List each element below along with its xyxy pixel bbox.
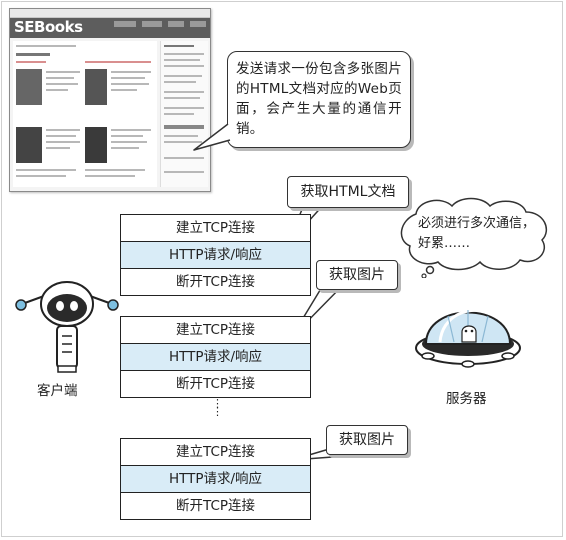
book-cover-image xyxy=(16,69,42,105)
http-request-row: HTTP请求/响应 xyxy=(121,465,310,493)
thumbnail-line xyxy=(164,65,204,67)
thumbnail-line xyxy=(111,77,145,79)
tcp-open-row: 建立TCP连接 xyxy=(175,322,256,338)
explanation-callout: 发送请求一份包含多张图片的HTML文档对应的Web页面，会产生大量的通信开销。 xyxy=(227,51,411,148)
thumbnail-nav-item xyxy=(168,21,184,27)
thumbnail-main xyxy=(13,41,157,187)
thumbnail-line xyxy=(111,141,147,143)
thumbnail-line xyxy=(111,89,137,91)
thumbnail-line xyxy=(46,129,80,131)
thumbnail-line xyxy=(46,147,70,149)
thumbnail-line xyxy=(111,71,151,73)
tcp-close-row: 断开TCP连接 xyxy=(175,498,256,514)
thumbnail-line xyxy=(164,91,204,93)
webpage-thumbnail: SEBooks xyxy=(9,8,211,192)
thumbnail-line xyxy=(111,129,151,131)
balloon-get-html: 获取HTML文档 xyxy=(287,176,409,208)
thumbnail-line xyxy=(46,77,74,79)
thumbnail-sidebar xyxy=(160,41,208,187)
server-icon xyxy=(415,308,521,368)
thumbnail-nav-item xyxy=(142,21,162,27)
callout-pointer xyxy=(193,123,231,151)
thumbnail-line xyxy=(16,45,76,47)
thumbnail-line xyxy=(164,141,202,143)
thumbnail-line xyxy=(85,169,145,171)
tcp-open-row: 建立TCP连接 xyxy=(175,444,256,460)
client-robot-icon xyxy=(15,281,119,373)
book-cover-image xyxy=(16,127,42,163)
thumbnail-nav-item xyxy=(114,21,136,27)
tcp-open-row: 建立TCP连接 xyxy=(175,220,256,236)
thumbnail-line xyxy=(164,81,196,83)
thumbnail-line xyxy=(164,125,204,129)
balloon-get-image-1: 获取图片 xyxy=(316,260,398,290)
thumbnail-line xyxy=(16,61,46,63)
thumbnail-line xyxy=(164,53,204,55)
thumbnail-line xyxy=(46,135,76,137)
ellipsis-dots: ⋮ ⋮ xyxy=(212,397,223,418)
thumbnail-line xyxy=(46,71,80,73)
server-thought-bubble xyxy=(400,197,547,278)
connection-block-1: 建立TCP连接 HTTP请求/响应 断开TCP连接 xyxy=(120,214,311,296)
server-label: 服务器 xyxy=(446,391,487,407)
thumbnail-line xyxy=(111,147,139,149)
tcp-close-row: 断开TCP连接 xyxy=(175,274,256,290)
connection-block-2: 建立TCP连接 HTTP请求/响应 断开TCP连接 xyxy=(120,316,311,398)
book-cover-image xyxy=(85,69,107,105)
thumbnail-line xyxy=(46,89,68,91)
thumbnail-line xyxy=(85,61,151,63)
thumbnail-line xyxy=(164,157,204,159)
thumbnail-line xyxy=(46,83,78,85)
callout-text: 发送请求一份包含多张图片的HTML文档对应的Web页面，会产生大量的通信开销。 xyxy=(236,61,402,137)
tcp-close-row: 断开TCP连接 xyxy=(175,376,256,392)
thumbnail-nav-item xyxy=(190,21,206,27)
thumbnail-line xyxy=(164,171,204,173)
thumbnail-line xyxy=(164,75,202,77)
http-request-row: HTTP请求/响应 xyxy=(121,241,310,269)
connection-block-3: 建立TCP连接 HTTP请求/响应 断开TCP连接 xyxy=(120,438,311,520)
thumbnail-line xyxy=(164,113,194,115)
ellipsis-mark: ⋮ xyxy=(212,405,223,418)
thumbnail-line xyxy=(111,83,149,85)
thumbnail-line xyxy=(164,59,200,61)
client-label: 客户端 xyxy=(37,383,78,399)
thumbnail-line xyxy=(164,107,204,109)
thumbnail-line xyxy=(85,175,135,177)
thumbnail-line xyxy=(16,169,76,171)
thumbnail-line xyxy=(16,53,50,56)
thumbnail-logo: SEBooks xyxy=(14,18,83,36)
thumbnail-line xyxy=(164,135,198,137)
server-thought-text: 必须进行多次通信，好累…… xyxy=(418,216,536,251)
http-request-row: HTTP请求/响应 xyxy=(121,343,310,371)
thumbnail-line xyxy=(111,135,143,137)
thumbnail-line xyxy=(16,175,66,177)
thumbnail-topbar xyxy=(10,9,210,18)
book-cover-image xyxy=(85,127,107,163)
thumbnail-line xyxy=(164,97,200,99)
balloon-get-image-2: 获取图片 xyxy=(326,425,408,455)
thumbnail-line xyxy=(46,141,80,143)
thumbnail-line xyxy=(164,45,194,47)
ellipsis-mark: ⋮ xyxy=(212,397,223,410)
